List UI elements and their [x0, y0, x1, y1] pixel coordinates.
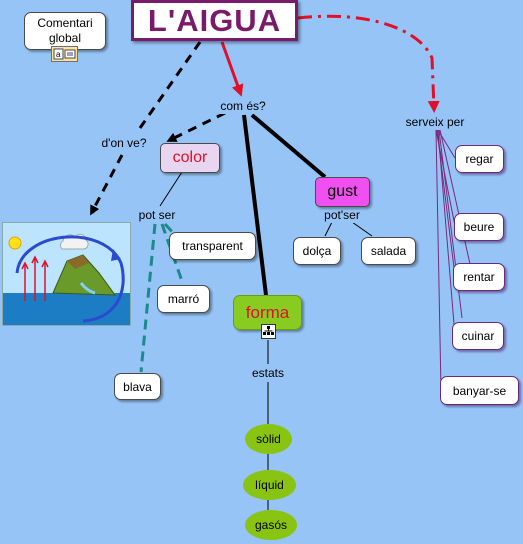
use-banyar-se[interactable]: banyar-se — [440, 376, 519, 405]
use-banyar-se-text: banyar-se — [452, 383, 507, 398]
concept-gust-text: gust — [327, 183, 358, 200]
state-gasos-text: gasós — [254, 518, 288, 532]
flavor-dolca-text: dolça — [302, 244, 332, 258]
label-com-es: com és? — [210, 98, 276, 114]
label-pot-ser-color: pot ser — [131, 207, 183, 223]
link-comes-color — [166, 111, 226, 142]
comment-text: Comentari global — [37, 16, 93, 45]
use-beure[interactable]: beure — [454, 213, 504, 241]
use-regar[interactable]: regar — [455, 145, 504, 173]
flavor-salada[interactable]: salada — [361, 237, 416, 265]
link-comes-forma — [242, 114, 268, 296]
color-transparent-text: transparent — [182, 239, 243, 253]
state-solid[interactable]: sòlid — [245, 424, 292, 454]
use-rentar-text: rentar — [463, 270, 495, 284]
main-title[interactable]: L'AIGUA — [131, 0, 298, 41]
link-title-comes — [220, 41, 244, 97]
link-potser-dolca — [324, 221, 333, 237]
concept-color-text: color — [172, 149, 208, 166]
link-potser-blava — [139, 223, 157, 373]
link-donve-picture — [90, 154, 124, 216]
link-potser-salada — [351, 221, 373, 237]
use-cuinar-text: cuinar — [461, 329, 495, 343]
water-cycle-image[interactable] — [2, 222, 131, 326]
concept-forma-text: forma — [245, 302, 290, 322]
main-title-text: L'AIGUA — [147, 2, 282, 38]
link-potser-transparent — [163, 222, 178, 238]
use-cuinar[interactable]: cuinar — [452, 322, 504, 350]
use-beure-text: beure — [463, 220, 495, 234]
comment-note[interactable]: Comentari global — [24, 12, 106, 50]
state-gasos[interactable]: gasós — [245, 510, 297, 540]
svg-text:a: a — [56, 50, 61, 59]
link-color-potser — [159, 171, 183, 207]
state-liquid[interactable]: líquid — [243, 470, 296, 500]
link-potser-marro — [160, 223, 185, 285]
color-blava-text: blava — [123, 379, 152, 394]
state-solid-text: sòlid — [256, 432, 281, 446]
concept-gust[interactable]: gust — [315, 177, 370, 207]
hierarchy-icon[interactable] — [261, 324, 276, 339]
label-don-ve: d'on ve? — [92, 135, 156, 151]
link-title-serveix — [297, 14, 440, 113]
color-transparent[interactable]: transparent — [169, 232, 256, 260]
flavor-salada-text: salada — [370, 244, 407, 258]
label-estats: estats — [246, 365, 290, 381]
link-title-donve — [138, 41, 202, 129]
use-rentar[interactable]: rentar — [453, 263, 505, 291]
concept-color[interactable]: color — [160, 143, 220, 173]
label-serveix-per: serveix per — [394, 114, 476, 130]
state-liquid-text: líquid — [255, 478, 284, 492]
flavor-dolca[interactable]: dolça — [293, 237, 341, 265]
link-comes-gust — [250, 113, 327, 179]
label-pot-ser-gust: pot'ser — [316, 207, 368, 223]
color-blava[interactable]: blava — [114, 373, 161, 400]
use-regar-text: regar — [465, 152, 494, 166]
color-marro-text: marró — [167, 292, 200, 306]
note-icon[interactable]: a — [51, 46, 78, 62]
color-marro[interactable]: marró — [157, 285, 210, 313]
